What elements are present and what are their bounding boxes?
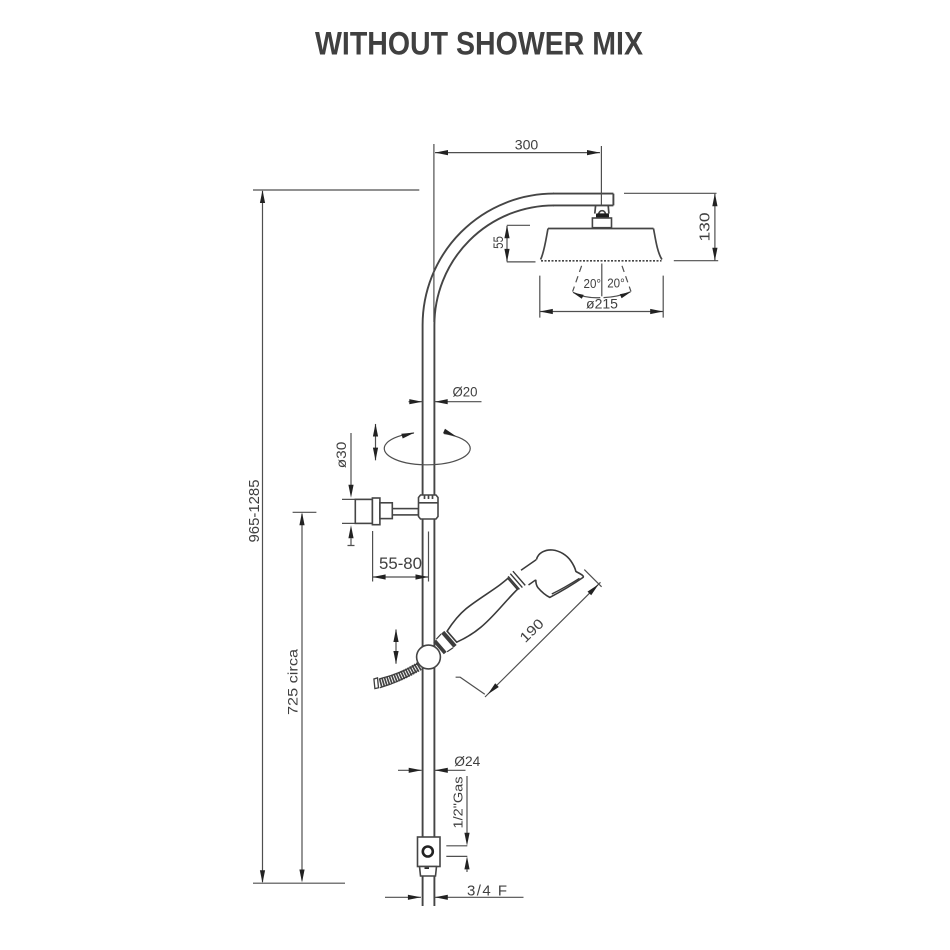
svg-text:20°: 20° xyxy=(584,276,602,291)
svg-text:55-80: 55-80 xyxy=(379,554,422,573)
svg-text:Ø24: Ø24 xyxy=(454,754,480,769)
svg-text:965-1285: 965-1285 xyxy=(247,480,263,543)
svg-text:WITHOUT SHOWER MIX: WITHOUT SHOWER MIX xyxy=(315,26,644,62)
svg-text:3/4 F: 3/4 F xyxy=(467,883,507,900)
svg-text:725 circa: 725 circa xyxy=(285,649,301,715)
svg-text:300: 300 xyxy=(515,137,539,153)
svg-text:130: 130 xyxy=(698,213,714,242)
svg-text:1/2"Gas: 1/2"Gas xyxy=(451,776,466,829)
svg-text:55: 55 xyxy=(491,236,506,249)
svg-text:ø215: ø215 xyxy=(586,296,618,312)
svg-text:20°: 20° xyxy=(607,276,625,291)
svg-text:ø30: ø30 xyxy=(334,442,349,469)
svg-text:Ø20: Ø20 xyxy=(453,384,478,400)
